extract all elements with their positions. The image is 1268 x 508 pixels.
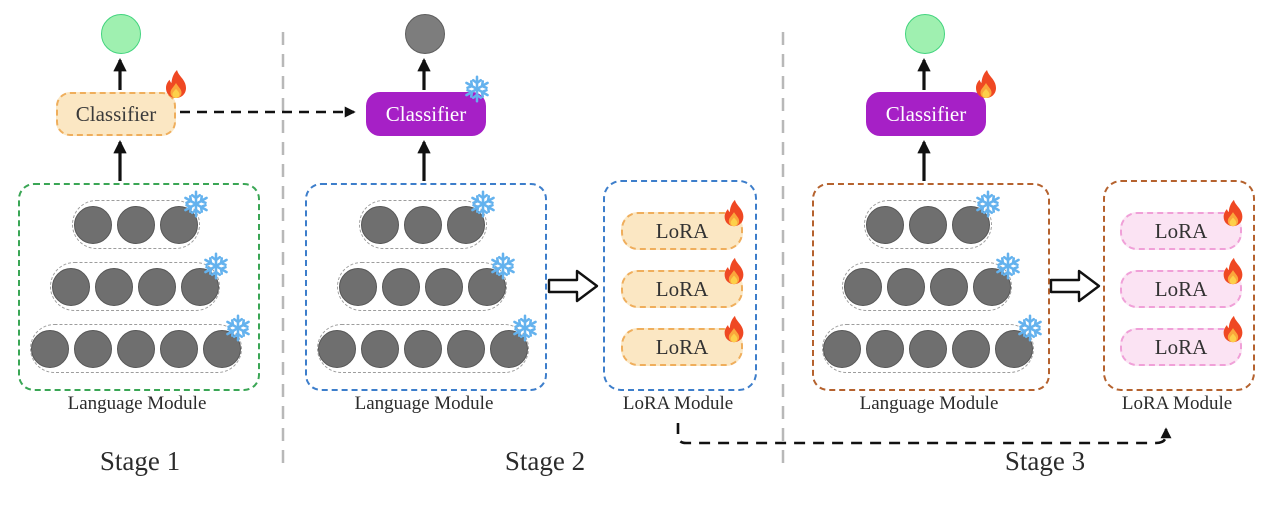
stage1-label: Stage 1 [99, 446, 181, 476]
neuron [866, 205, 904, 244]
lora-pill-label: LoRA [1154, 276, 1208, 301]
language-module-stage2 [305, 183, 547, 391]
lora-pill-label: LoRA [1154, 218, 1208, 243]
neuron [94, 267, 133, 306]
layer-row [842, 262, 1012, 311]
classifier-box-stage2: Classifier [366, 92, 486, 136]
neuron [361, 205, 399, 244]
lora-pill-label: LoRA [1154, 334, 1208, 359]
neuron [74, 329, 112, 368]
layer-row [50, 262, 220, 311]
language-module-label-stage2: Language Module [354, 393, 494, 414]
snowflake-icon [181, 189, 211, 219]
lora-pill: LoRA [1120, 328, 1242, 366]
lora-pill: LoRA [621, 328, 743, 366]
neuron [843, 267, 882, 306]
hollow-arrow-stage2 [547, 267, 599, 305]
neuron [318, 329, 356, 368]
snowflake-icon [223, 313, 253, 343]
lora-pill: LoRA [621, 270, 743, 308]
snowflake-icon [462, 74, 492, 104]
hollow-arrow-stage3 [1049, 267, 1101, 305]
fire-icon [970, 68, 1002, 100]
neuron [381, 267, 420, 306]
layer-row [30, 324, 242, 373]
neuron [31, 329, 69, 368]
lora-module-stage2: LoRA LoRA LoRA [603, 180, 757, 391]
snowflake-icon [201, 251, 231, 281]
fire-icon [719, 198, 749, 228]
lora-module-label-stage3: LoRA Module [1121, 393, 1233, 414]
neuron [117, 205, 155, 244]
neuron [74, 205, 112, 244]
lora-pill: LoRA [621, 212, 743, 250]
snowflake-icon [468, 189, 498, 219]
snowflake-icon [993, 251, 1023, 281]
classifier-label-stage1: Classifier [75, 101, 157, 126]
neuron [866, 329, 904, 368]
neuron [886, 267, 925, 306]
neuron [160, 329, 198, 368]
neuron [361, 329, 399, 368]
language-module-stage1 [18, 183, 260, 391]
lora-pill: LoRA [1120, 270, 1242, 308]
fire-icon [1218, 198, 1248, 228]
language-module-label-stage3: Language Module [859, 393, 999, 414]
snowflake-icon [973, 189, 1003, 219]
output-node-stage1 [101, 14, 141, 54]
fire-icon [1218, 256, 1248, 286]
fire-icon [719, 314, 749, 344]
lora-module-stage3: LoRA LoRA LoRA [1103, 180, 1255, 391]
snowflake-icon [510, 313, 540, 343]
neuron [929, 267, 968, 306]
classifier-box-stage3: Classifier [866, 92, 986, 136]
layer-row [822, 324, 1034, 373]
output-node-stage3 [905, 14, 945, 54]
layer-row [864, 200, 992, 249]
lora-pill-label: LoRA [655, 276, 709, 301]
neuron [137, 267, 176, 306]
neuron [404, 329, 442, 368]
snowflake-icon [1015, 313, 1045, 343]
fire-icon [719, 256, 749, 286]
neuron [338, 267, 377, 306]
lora-pill: LoRA [1120, 212, 1242, 250]
layer-row [359, 200, 487, 249]
neuron [404, 205, 442, 244]
language-module-label-stage1: Language Module [67, 393, 207, 414]
output-node-stage2 [405, 14, 445, 54]
lora-pill-label: LoRA [655, 334, 709, 359]
layer-row [72, 200, 200, 249]
stage2-label: Stage 2 [504, 446, 586, 476]
neuron [909, 205, 947, 244]
language-module-stage3 [812, 183, 1050, 391]
fire-icon [160, 68, 192, 100]
lora-pill-label: LoRA [655, 218, 709, 243]
neuron [823, 329, 861, 368]
neuron [447, 329, 485, 368]
neuron [424, 267, 463, 306]
neuron [117, 329, 155, 368]
dashed-connector-lora2-to-lora3 [676, 423, 1172, 445]
classifier-box-stage1: Classifier [56, 92, 176, 136]
classifier-label-stage2: Classifier [385, 101, 467, 126]
snowflake-icon [488, 251, 518, 281]
neuron [909, 329, 947, 368]
fire-icon [1218, 314, 1248, 344]
layer-row [317, 324, 529, 373]
classifier-label-stage3: Classifier [885, 101, 967, 126]
stage3-label: Stage 3 [1004, 446, 1086, 476]
layer-row [337, 262, 507, 311]
neuron [51, 267, 90, 306]
neuron [952, 329, 990, 368]
lora-module-label-stage2: LoRA Module [622, 393, 734, 414]
